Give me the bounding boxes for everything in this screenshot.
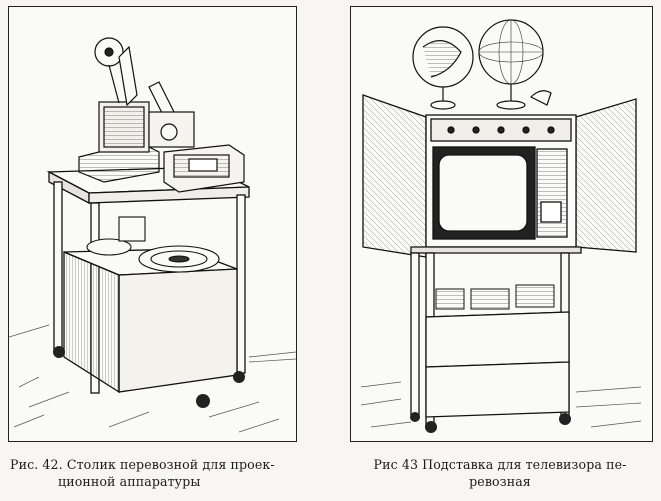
cart-wheels bbox=[53, 346, 245, 408]
tv-stand-drawing bbox=[360, 19, 642, 433]
figure-43-caption: Рис 43 Подставка для телевизора пе- рево… bbox=[340, 456, 660, 490]
floor-lines bbox=[9, 324, 296, 433]
figure-42-caption: Рис. 42. Столик перевозной для проек- ци… bbox=[10, 456, 310, 490]
caption-line: ревозная bbox=[469, 474, 531, 489]
caption-line: Рис. 42. Столик перевозной для проек- bbox=[10, 457, 275, 472]
figure-42-illustration bbox=[8, 6, 297, 442]
shelf-books bbox=[435, 284, 555, 310]
caption-line: Рис 43 Подставка для телевизора пе- bbox=[373, 457, 627, 472]
shelf-items bbox=[86, 216, 220, 273]
stand-wheels bbox=[410, 412, 571, 433]
globes bbox=[412, 19, 552, 110]
caption-line: ционной аппаратуры bbox=[58, 474, 201, 489]
projector-cart-drawing bbox=[9, 37, 296, 433]
slide-projector bbox=[163, 144, 245, 193]
stand-frame bbox=[410, 246, 582, 429]
figure-43-illustration bbox=[350, 6, 653, 442]
floor-lines-2 bbox=[360, 381, 642, 428]
cart-cabinet bbox=[63, 248, 238, 394]
projector bbox=[78, 37, 195, 183]
cabinet-body bbox=[425, 114, 577, 248]
